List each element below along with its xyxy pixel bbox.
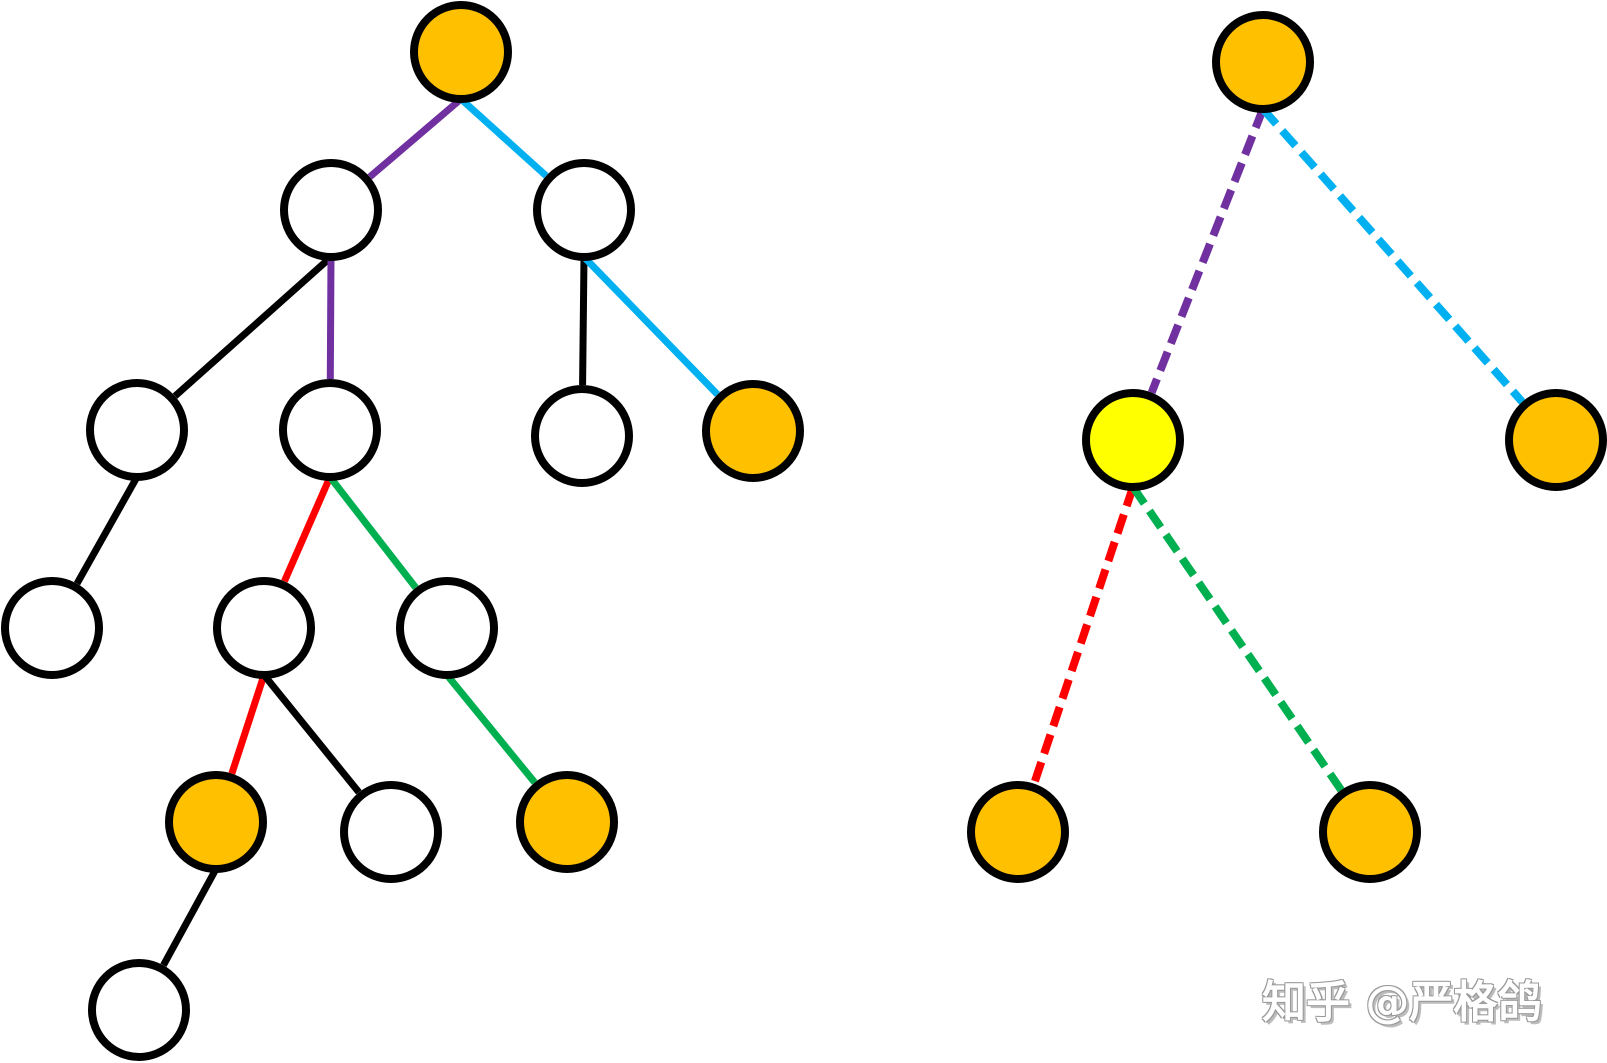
virtual-tree-edge-A'-E'-dashed [1147,107,1267,394]
original-tree-edge-D-H [73,475,141,586]
virtual-tree-node-M'-orange [1319,781,1421,883]
original-tree-edge-I-L [261,672,362,795]
original-tree-node-C-white [533,159,635,261]
original-tree-edges [73,96,720,967]
original-tree-edge-A-C [458,96,549,179]
original-tree-node-L-white [340,781,442,883]
original-tree-edge-I-K [228,673,268,775]
original-tree-edge-B-D [172,254,334,399]
original-tree-node-A-orange [410,1,512,103]
original-tree-nodes [1,1,804,1061]
original-tree-edge-C-F [579,256,588,386]
virtual-tree-node-K'-orange [967,781,1069,883]
watermark-text: 知乎 @严格鸽 [1262,977,1542,1028]
original-tree-edge-C-G [581,254,720,397]
virtual-tree-node-A'-orange [1212,11,1314,113]
original-tree-node-F-white [531,385,633,487]
original-tree-node-K-orange [165,771,267,873]
original-tree-edge-A-B [367,96,464,180]
original-tree-node-J-white [396,577,498,679]
virtual-tree-edge-E'-M'-dashed [1129,484,1345,793]
original-tree-node-B-white [280,159,382,261]
original-tree-edge-J-M [444,672,538,785]
original-tree-node-I-white [213,577,315,679]
virtual-tree-nodes [967,11,1607,883]
original-tree-node-G-orange [702,380,804,482]
original-tree-node-H-white [1,577,103,679]
virtual-tree-edge-A'-G'-dashed [1260,106,1526,405]
original-tree-edge-E-J [327,474,419,590]
original-tree-edge-B-E [326,256,335,380]
original-tree-node-N-white [88,959,190,1061]
original-tree-node-E-white [279,379,381,481]
virtual-tree-node-E'-yellow [1082,389,1184,491]
original-tree-edge-K-N [160,867,220,967]
original-tree-node-D-white [86,379,188,481]
original-tree-node-M-orange [516,771,618,873]
virtual-tree-edge-E'-K'-dashed [1030,485,1137,785]
virtual-tree-edges [1030,106,1526,793]
original-tree-edge-E-I [281,475,334,583]
virtual-tree-node-G'-orange [1505,389,1607,491]
